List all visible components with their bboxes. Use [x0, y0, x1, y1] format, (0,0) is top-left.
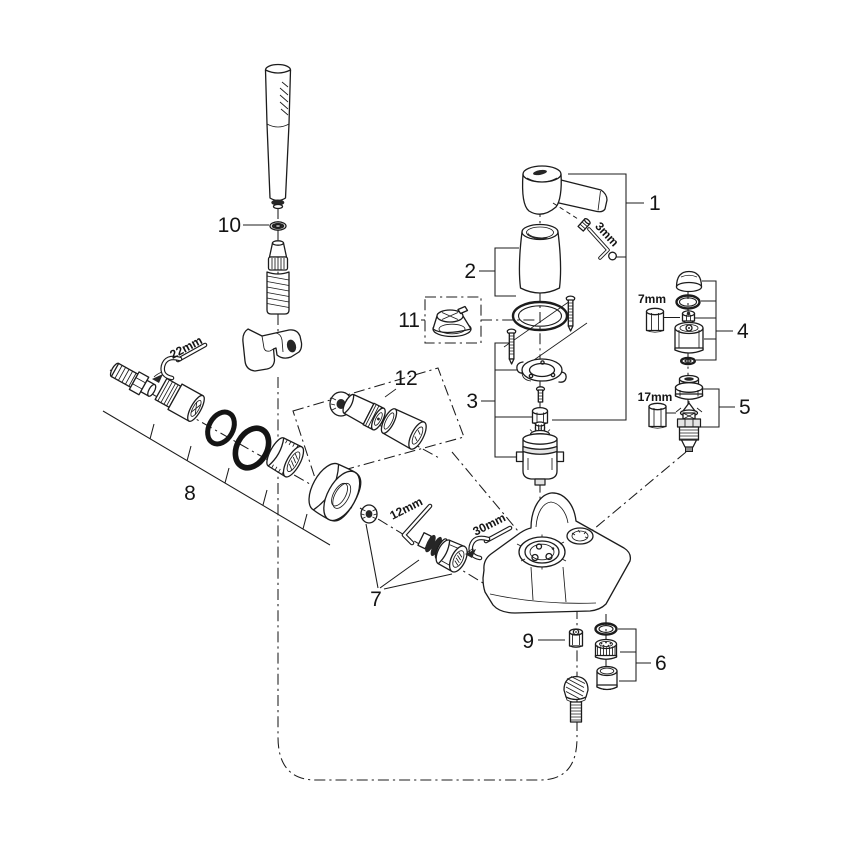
hand-shower: [264, 63, 292, 210]
wrench-22mm-icon: [152, 342, 208, 383]
center-lines: [109, 206, 689, 781]
outlet-insert: [568, 628, 584, 648]
set-screw-direction: [552, 202, 579, 220]
text-17mm: 17mm: [638, 390, 673, 404]
callout-9: 9: [522, 630, 534, 653]
allen-3mm-label: 3mm: [592, 219, 621, 249]
bracket-3: [481, 342, 536, 458]
union-nut-30: [435, 539, 468, 573]
fixing-screw-right: [565, 295, 576, 332]
callout-11: 11: [398, 309, 420, 332]
bracket-4: [695, 280, 733, 361]
union-cap-o-ring: [675, 294, 701, 310]
shower-wall-holder: [242, 328, 303, 372]
callout-1: 1: [649, 192, 661, 215]
callout-12: 12: [394, 367, 417, 390]
callout-labels: 1 2 3 4 5 6 7 8 9 10 11 12: [184, 192, 751, 675]
cap-o-ring: [511, 300, 569, 332]
bracket-5: [701, 388, 735, 428]
callout-7: 7: [370, 588, 382, 611]
valve-bushing: [674, 374, 704, 400]
hose-routing-line: [277, 377, 578, 781]
cap-washer: [680, 356, 697, 366]
union-nut: [266, 437, 305, 478]
option-box-11: [424, 296, 482, 344]
option-box-12: [292, 367, 465, 479]
cap-sleeve: [518, 223, 562, 294]
cap-housing: [674, 321, 704, 354]
leader-7: [365, 523, 453, 590]
faucet-body: [482, 492, 632, 614]
hex-socket-17mm-icon: [648, 402, 667, 429]
lever-handle: [521, 165, 608, 215]
leader-12: [384, 388, 397, 398]
cartridge-screw: [535, 386, 546, 403]
callout-3: 3: [466, 390, 478, 413]
hose-union-connector: [563, 675, 589, 723]
shower-hose: [266, 240, 290, 315]
cartridge: [515, 421, 565, 486]
callout-4: 4: [737, 320, 749, 343]
aerator-housing: [596, 665, 618, 691]
text-7mm: 7mm: [638, 292, 666, 306]
o-ring-large: [232, 425, 272, 471]
callout-2: 2: [464, 260, 476, 283]
allen-key-3mm-icon: [587, 227, 617, 261]
flow-restrictor: [432, 305, 472, 338]
s-union-fitting: [109, 362, 157, 397]
union-cap: [675, 270, 703, 293]
tool-leaders: [664, 316, 680, 414]
callout-5: 5: [739, 396, 751, 419]
hand-shower-washer: [269, 221, 287, 231]
escutcheon: [308, 462, 362, 522]
union-adapter: [154, 377, 205, 422]
callout-leaders: [102, 173, 735, 682]
allen-key-12mm-icon: [401, 503, 433, 546]
wrench-30mm-icon: [465, 525, 513, 561]
text-3mm: 3mm: [592, 219, 621, 249]
cartridge-flange: [516, 358, 567, 383]
callout-10: 10: [218, 214, 241, 237]
check-valve-cartridge: [342, 393, 386, 431]
callout-6: 6: [655, 652, 667, 675]
callout-8: 8: [184, 482, 196, 505]
leader-8: [102, 410, 331, 546]
o-ring-small: [205, 409, 237, 447]
bracket-6: [618, 628, 651, 682]
set-screw: [577, 218, 591, 232]
hex-adapter: [531, 406, 549, 425]
aerator-o-ring: [594, 622, 618, 636]
aerator-insert: [594, 638, 618, 660]
non-return-valve: [675, 401, 703, 452]
check-valve-housing: [380, 408, 427, 450]
small-nut: [681, 310, 696, 324]
union-washer: [360, 504, 378, 524]
fixing-screw-left: [506, 328, 517, 365]
bracket-2: [479, 247, 519, 297]
hex-socket-7mm-icon: [645, 307, 665, 333]
